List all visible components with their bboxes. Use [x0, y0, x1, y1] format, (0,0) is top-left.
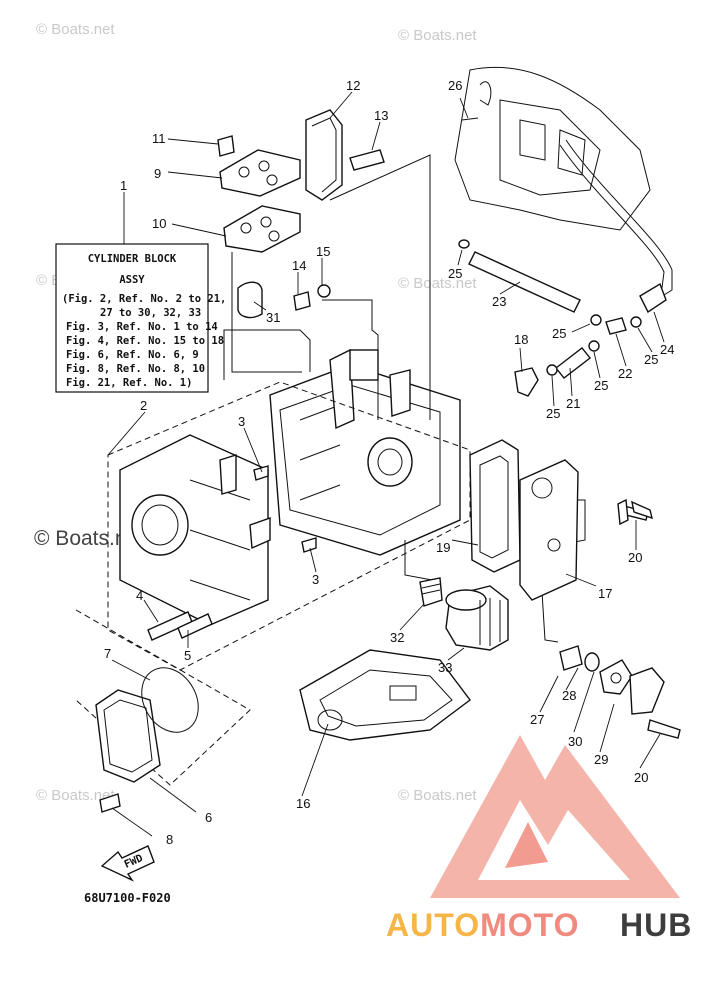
watermark: © Boats.net — [398, 787, 477, 804]
callout-13: 13 — [374, 108, 388, 123]
side-cover — [469, 439, 579, 601]
spec-box-title: CYLINDER BLOCK — [88, 253, 177, 265]
callout-25: 25 — [448, 266, 462, 281]
watermark: © Boats.net — [398, 275, 477, 292]
callout-1: 1 — [120, 178, 127, 193]
hose-assembly — [458, 139, 673, 314]
spec-box-line: Fig. 8, Ref. No. 8, 10 — [66, 363, 205, 375]
callout-7: 7 — [104, 646, 111, 661]
spec-box-line: 27 to 30, 32, 33 — [100, 307, 201, 319]
callout-15: 15 — [316, 244, 330, 259]
callout-5: 5 — [184, 648, 191, 663]
callout-29: 29 — [594, 752, 608, 767]
callout-3: 3 — [238, 414, 245, 429]
callout-26: 26 — [448, 78, 462, 93]
thermostat-group — [559, 505, 681, 739]
callout-17: 17 — [598, 586, 612, 601]
spec-box-line: (Fig. 2, Ref. No. 2 to 21, — [62, 293, 226, 305]
callout-25: 25 — [552, 326, 566, 341]
cylinder-block — [269, 348, 461, 556]
exhaust-cover — [95, 465, 653, 813]
callout-2: 2 — [140, 398, 147, 413]
callout-12: 12 — [346, 78, 360, 93]
fittings — [514, 314, 642, 397]
callout-11: 11 — [152, 131, 166, 146]
logo-word-part1: AUTOMOTO — [386, 907, 579, 943]
callout-21: 21 — [566, 396, 580, 411]
spec-box-line: Fig. 6, Ref. No. 6, 9 — [66, 349, 199, 361]
spec-box-subtitle: ASSY — [119, 274, 145, 286]
callout-numbers: 1 2 3 3 4 5 6 7 8 9 10 11 12 13 14 15 16… — [104, 78, 674, 847]
callout-16: 16 — [296, 796, 310, 811]
callout-19: 19 — [436, 540, 450, 555]
engine-casing — [454, 66, 651, 231]
callout-23: 23 — [492, 294, 506, 309]
spec-box-line: Fig. 3, Ref. No. 1 to 14 — [66, 321, 218, 333]
callout-22: 22 — [618, 366, 632, 381]
callout-20: 20 — [634, 770, 648, 785]
callout-25: 25 — [546, 406, 560, 421]
automotohub-logo-mark — [430, 735, 680, 898]
diagram-code: 68U7100-F020 — [84, 891, 171, 905]
callout-8: 8 — [166, 832, 173, 847]
automotohub-wordmark: AUTOMOTO HUB — [386, 907, 692, 943]
oil-filter — [419, 577, 509, 651]
crankcase-half — [119, 434, 271, 626]
fwd-direction-arrow: FWD — [100, 845, 155, 882]
bottom-gasket — [299, 649, 471, 741]
spec-box: CYLINDER BLOCK ASSY (Fig. 2, Ref. No. 2 … — [55, 243, 226, 393]
callout-31: 31 — [266, 310, 280, 325]
callout-6: 6 — [205, 810, 212, 825]
callout-18: 18 — [514, 332, 528, 347]
leader-lines — [107, 91, 665, 837]
spec-box-line: Fig. 4, Ref. No. 15 to 18 — [66, 335, 224, 347]
callout-24: 24 — [660, 342, 674, 357]
callout-4: 4 — [136, 588, 143, 603]
watermark: © Boats.net — [34, 527, 144, 550]
callout-20: 20 — [628, 550, 642, 565]
callout-25: 25 — [594, 378, 608, 393]
spec-box-line: Fig. 21, Ref. No. 1) — [66, 377, 192, 389]
callout-30: 30 — [568, 734, 582, 749]
callout-3: 3 — [312, 572, 319, 587]
logo-word-part2: HUB — [620, 907, 692, 943]
callout-27: 27 — [530, 712, 544, 727]
callout-10: 10 — [152, 216, 166, 231]
upper-parts — [217, 109, 385, 319]
watermark: © Boats.net — [398, 27, 477, 44]
callout-9: 9 — [154, 166, 161, 181]
callout-32: 32 — [390, 630, 404, 645]
watermark: © Boats.net — [36, 21, 115, 38]
callout-28: 28 — [562, 688, 576, 703]
watermark: © Boats.net — [36, 787, 115, 804]
callout-14: 14 — [292, 258, 306, 273]
callout-33: 33 — [438, 660, 452, 675]
callout-25: 25 — [644, 352, 658, 367]
